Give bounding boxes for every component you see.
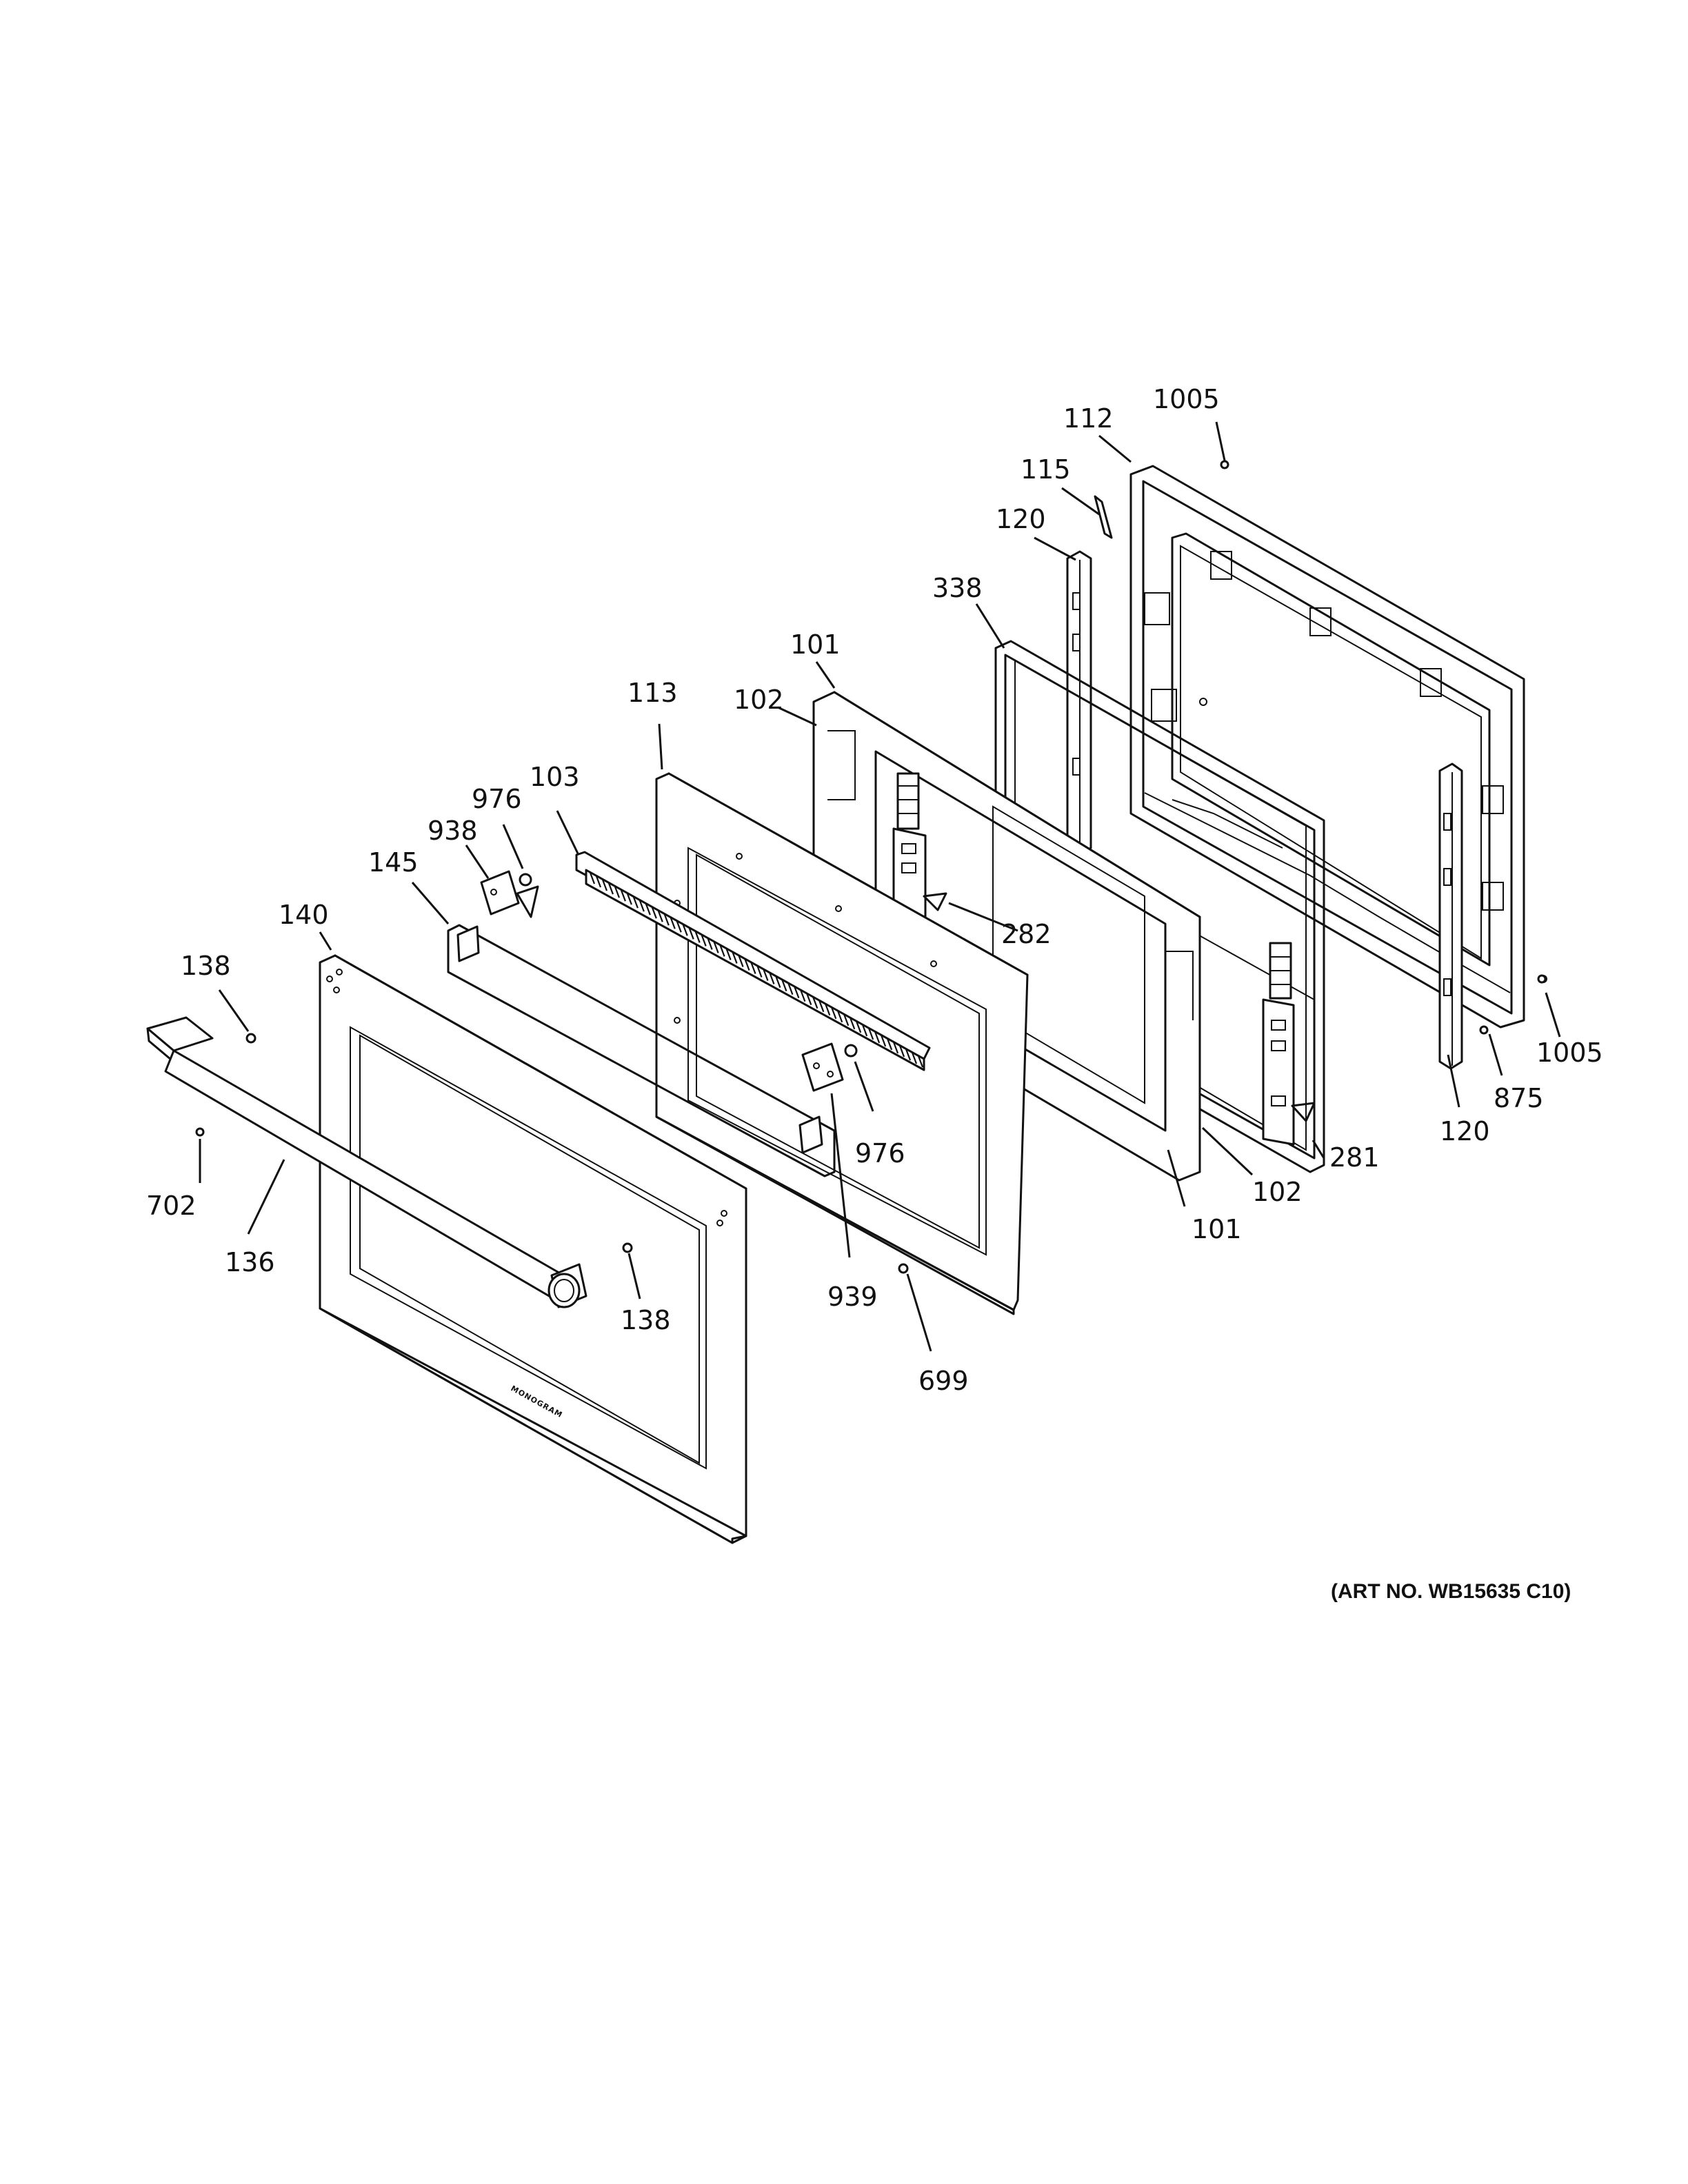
- vent-louver: [862, 1024, 868, 1037]
- callout-140: 140: [279, 900, 329, 930]
- door-handle: [146, 1016, 587, 1308]
- callout-938: 938: [428, 816, 478, 846]
- vent-louver: [701, 934, 707, 947]
- vent-louver: [651, 907, 657, 919]
- vent-louver: [670, 917, 676, 929]
- vent-louver: [589, 872, 596, 884]
- vent-louver: [887, 1038, 893, 1051]
- callout-120-right: 120: [1440, 1116, 1490, 1146]
- front-door-panel: MONOGRAM: [319, 954, 747, 1544]
- vent-louver: [763, 969, 769, 981]
- vent-louver: [626, 893, 632, 905]
- callout-281: 281: [1329, 1142, 1380, 1173]
- vent-louver: [632, 896, 639, 909]
- callout-101-bottom: 101: [1192, 1214, 1242, 1244]
- vent-louver: [856, 1021, 862, 1033]
- vent-louver: [725, 949, 732, 960]
- hinge-left: [892, 772, 947, 918]
- vent-louver: [769, 973, 775, 984]
- callout-699: 699: [918, 1366, 969, 1396]
- callout-120-left: 120: [996, 504, 1046, 534]
- callout-102-top: 102: [734, 685, 784, 715]
- vent-louver: [911, 1052, 918, 1064]
- callout-1005-top: 1005: [1153, 384, 1220, 414]
- callout-103: 103: [530, 762, 580, 792]
- vent-louver: [806, 993, 812, 1006]
- vent-louver: [881, 1035, 887, 1047]
- vent-louver: [905, 1049, 912, 1061]
- vent-louver: [787, 983, 794, 995]
- hinge-channel-left: [1066, 550, 1092, 856]
- vent-louver: [694, 931, 701, 943]
- vent-louver: [893, 1042, 899, 1054]
- vent-louver: [676, 920, 682, 933]
- mounting-bracket-upper: [480, 870, 539, 918]
- callout-115: 115: [1021, 454, 1071, 485]
- vent-louver: [812, 997, 818, 1009]
- vent-louver: [719, 945, 725, 957]
- callout-112: 112: [1063, 403, 1114, 434]
- vent-louver: [843, 1014, 850, 1027]
- vent-louver: [775, 976, 781, 988]
- callout-1005-bottom: 1005: [1536, 1038, 1603, 1068]
- vent-louver: [607, 882, 614, 895]
- vent-louver: [744, 959, 750, 971]
- callout-138-right: 138: [621, 1305, 671, 1335]
- vent-louver: [595, 876, 602, 888]
- vent-louver: [614, 886, 620, 898]
- vent-louver: [874, 1031, 881, 1044]
- art-number: (ART NO. WB15635 C10): [1331, 1580, 1571, 1603]
- callout-702: 702: [146, 1191, 197, 1221]
- vent-louver: [713, 941, 719, 953]
- hinge-right: [1262, 942, 1316, 1146]
- hinge-channel-right: [1438, 762, 1463, 1070]
- inner-door-liner: [1129, 465, 1547, 1029]
- callout-976-top: 976: [472, 784, 522, 814]
- callout-939: 939: [827, 1282, 878, 1312]
- vent-louver: [899, 1045, 905, 1058]
- callout-282: 282: [1001, 919, 1052, 949]
- callout-102-bottom: 102: [1252, 1177, 1303, 1207]
- vent-louver: [682, 924, 688, 936]
- vent-louver: [794, 987, 800, 999]
- door-glass-panel: [655, 772, 1029, 1315]
- callout-136: 136: [225, 1247, 275, 1277]
- handle-bracket-plate: [447, 924, 836, 1177]
- vent-louver: [800, 990, 806, 1002]
- callout-labels: 1005 112 115 120 338 101 102 113 103 976…: [146, 384, 1603, 1396]
- screws: [195, 460, 1547, 1274]
- vent-louver: [750, 962, 756, 974]
- vent-louver: [663, 913, 670, 926]
- vent-louver: [868, 1028, 874, 1040]
- vent-baffle: [575, 851, 931, 1071]
- vent-louver: [756, 966, 763, 978]
- callout-138-left: 138: [181, 951, 231, 981]
- vent-louver: [639, 900, 645, 912]
- vent-louver: [601, 879, 607, 891]
- vent-louver: [732, 952, 738, 964]
- vent-louver: [818, 1000, 825, 1013]
- callout-976-bottom: 976: [855, 1138, 905, 1169]
- vent-louver: [688, 927, 694, 940]
- vent-louver: [917, 1055, 924, 1068]
- vent-louver: [831, 1007, 837, 1020]
- vent-louver: [707, 938, 713, 950]
- leader-lines: [199, 421, 1561, 1352]
- vent-louver: [850, 1018, 856, 1030]
- callout-113: 113: [627, 678, 678, 708]
- vent-louver: [738, 956, 744, 967]
- vent-louver: [825, 1004, 831, 1016]
- callout-101-top: 101: [790, 629, 841, 660]
- vent-louver: [781, 980, 787, 991]
- vent-louver: [657, 910, 663, 922]
- mounting-bracket-lower: [801, 1042, 844, 1092]
- vent-louver: [837, 1011, 843, 1023]
- callout-145: 145: [368, 847, 419, 878]
- vent-louver: [620, 889, 626, 902]
- callout-338: 338: [932, 573, 983, 603]
- callout-875: 875: [1494, 1083, 1544, 1113]
- vent-louver: [645, 903, 651, 916]
